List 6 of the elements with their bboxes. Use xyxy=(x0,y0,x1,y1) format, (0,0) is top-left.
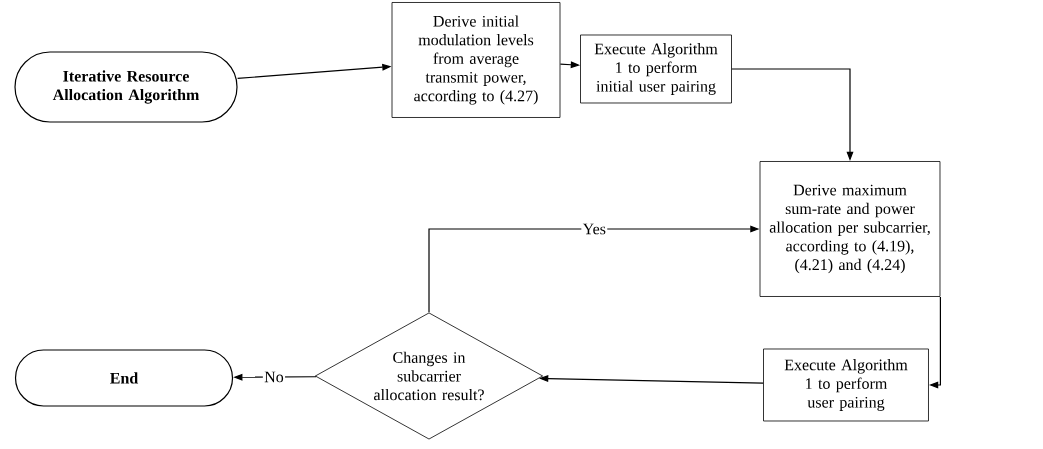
process-box: Derive initial modulation levels from average transmit power, according to (4.27) xyxy=(391,2,561,118)
edge-label: No xyxy=(262,370,286,384)
process-box: Execute Algorithm 1 to perform initial user pairing xyxy=(580,34,732,104)
process-box: Derive maximum sum-rate and power allocation per subcarrier, according to (4.19), (4.21) and (4.24) xyxy=(759,161,941,297)
process-box: Execute Algorithm 1 to perform user pairing xyxy=(763,348,929,422)
edge-label: Yes xyxy=(581,222,608,236)
